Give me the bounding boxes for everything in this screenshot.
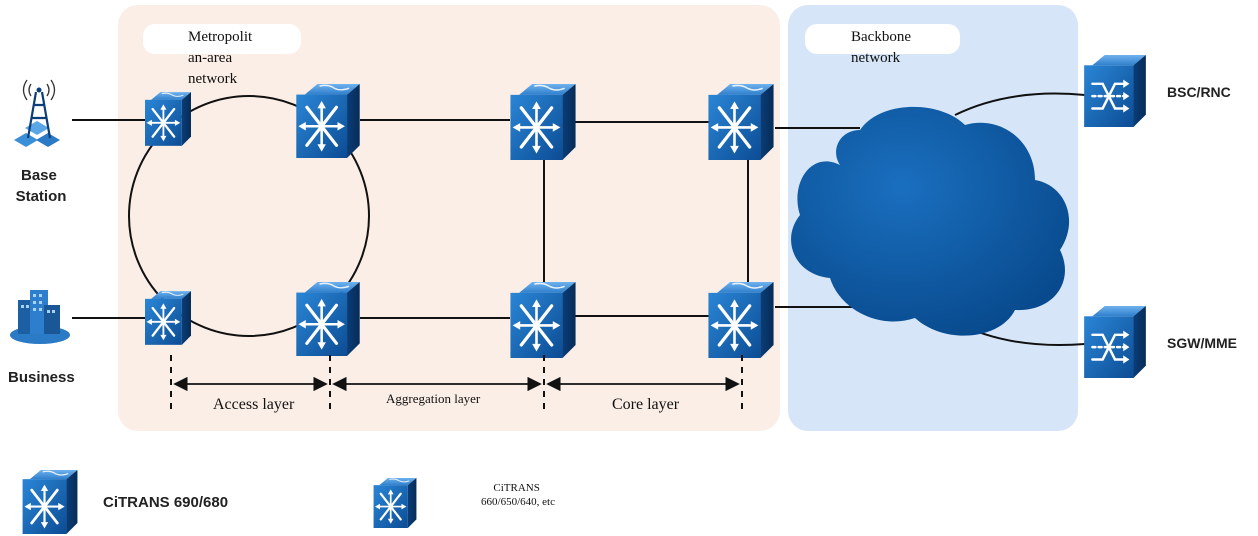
legend-small-device-label: CiTRANS 660/650/640, etc [481, 482, 555, 508]
aggregation-device-bottom[interactable] [510, 282, 576, 358]
legend-small-device-icon [373, 478, 417, 528]
access-layer-label: Access layer [213, 396, 295, 413]
access-ring [128, 95, 370, 337]
network-links [72, 92, 1086, 347]
core-device-bottom[interactable] [708, 282, 774, 358]
sgw-mme-label: SGW/MME [1167, 335, 1237, 351]
business-building-icon [10, 290, 70, 344]
metro-region [118, 5, 780, 431]
business-label: Business [8, 369, 75, 386]
aggregation-layer-label: Aggregation layer [386, 391, 481, 406]
aggregation-device-top[interactable] [510, 84, 576, 160]
layer-dividers [170, 355, 743, 412]
base-station-label: Base Station [16, 167, 67, 205]
sgw-mme-device[interactable] [1083, 306, 1147, 378]
backbone-region-label: Backbone network [851, 29, 915, 66]
backbone-cloud [791, 106, 1070, 336]
access-aggregation-device-bottom[interactable] [296, 282, 360, 356]
base-station-icon [14, 79, 60, 147]
bsc-rnc-label: BSC/RNC [1167, 84, 1231, 100]
legend-large-device-label: CiTRANS 690/680 [103, 494, 228, 511]
legend-large-device-icon [22, 470, 78, 534]
access-device-top[interactable] [145, 92, 191, 146]
access-device-bottom[interactable] [145, 291, 191, 345]
bsc-rnc-device[interactable] [1083, 55, 1147, 127]
access-aggregation-device-top[interactable] [296, 84, 360, 158]
metro-region-label: Metropolit an-area network [188, 29, 256, 87]
core-device-top[interactable] [708, 84, 774, 160]
core-layer-label: Core layer [612, 396, 680, 413]
